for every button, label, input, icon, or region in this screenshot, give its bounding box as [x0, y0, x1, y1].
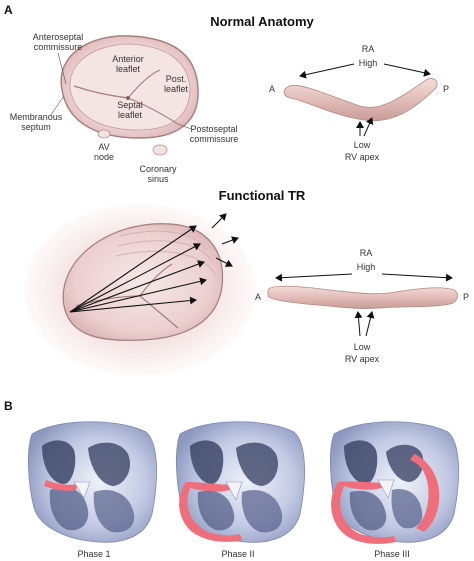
av-node-label: AV [98, 142, 109, 152]
postoseptal-commissure-label-2: commissure [190, 134, 239, 144]
normal-valve-illustration [60, 35, 199, 156]
normal-ra-label: RA [362, 44, 375, 54]
av-node-label-2: node [94, 152, 114, 162]
coronary-sinus-label-2: sinus [147, 174, 169, 184]
membranous-septum-label-2: septum [21, 122, 51, 132]
septal-leaflet-label: Septal [117, 100, 143, 110]
normal-p-label: P [443, 84, 449, 94]
anteroseptal-commissure-label-2: commissure [34, 42, 83, 52]
functional-annulus-shape [267, 285, 458, 309]
functional-a-label: A [255, 292, 261, 302]
functional-ra-label: RA [360, 248, 373, 258]
posterior-leaflet-label: Post. [166, 74, 187, 84]
functional-tr-valve-illustration [24, 204, 256, 376]
normal-annulus-shape [283, 78, 438, 122]
postoseptal-commissure-label: Postoseptal [190, 124, 237, 134]
normal-valve-labels: Anteroseptal commissure Anterior leaflet… [10, 32, 239, 184]
heart-phase-1 [27, 421, 157, 543]
normal-low-label: Low [354, 140, 371, 150]
anterior-leaflet-label: Anterior [112, 54, 144, 64]
panel-b-label: B [4, 399, 13, 413]
normal-a-label: A [269, 84, 275, 94]
normal-annulus-diagram: RA High A P Low RV apex [269, 44, 449, 162]
phase-3-label: Phase III [374, 549, 410, 559]
functional-p-label: P [463, 292, 469, 302]
normal-anatomy-title: Normal Anatomy [210, 14, 314, 29]
functional-tr-title: Functional TR [219, 188, 306, 203]
functional-rv-apex-label: RV apex [345, 354, 380, 364]
functional-annulus-diagram: RA High A P Low RV apex [255, 248, 469, 364]
panel-a-label: A [4, 3, 13, 17]
anterior-leaflet-label-2: leaflet [116, 64, 141, 74]
coronary-sinus-label: Coronary [139, 164, 177, 174]
heart-phase-3 [329, 421, 459, 544]
septal-leaflet-label-2: leaflet [118, 110, 143, 120]
normal-rv-apex-label: RV apex [345, 152, 380, 162]
anteroseptal-commissure-label: Anteroseptal [33, 32, 84, 42]
membranous-septum-label: Membranous [10, 112, 63, 122]
functional-high-label: High [357, 262, 376, 272]
phase-2-label: Phase II [221, 549, 254, 559]
functional-low-label: Low [354, 342, 371, 352]
normal-high-label: High [359, 58, 378, 68]
heart-phase-2 [175, 421, 305, 543]
phase-1-label: Phase 1 [77, 549, 110, 559]
posterior-leaflet-label-2: leaflet [164, 84, 189, 94]
